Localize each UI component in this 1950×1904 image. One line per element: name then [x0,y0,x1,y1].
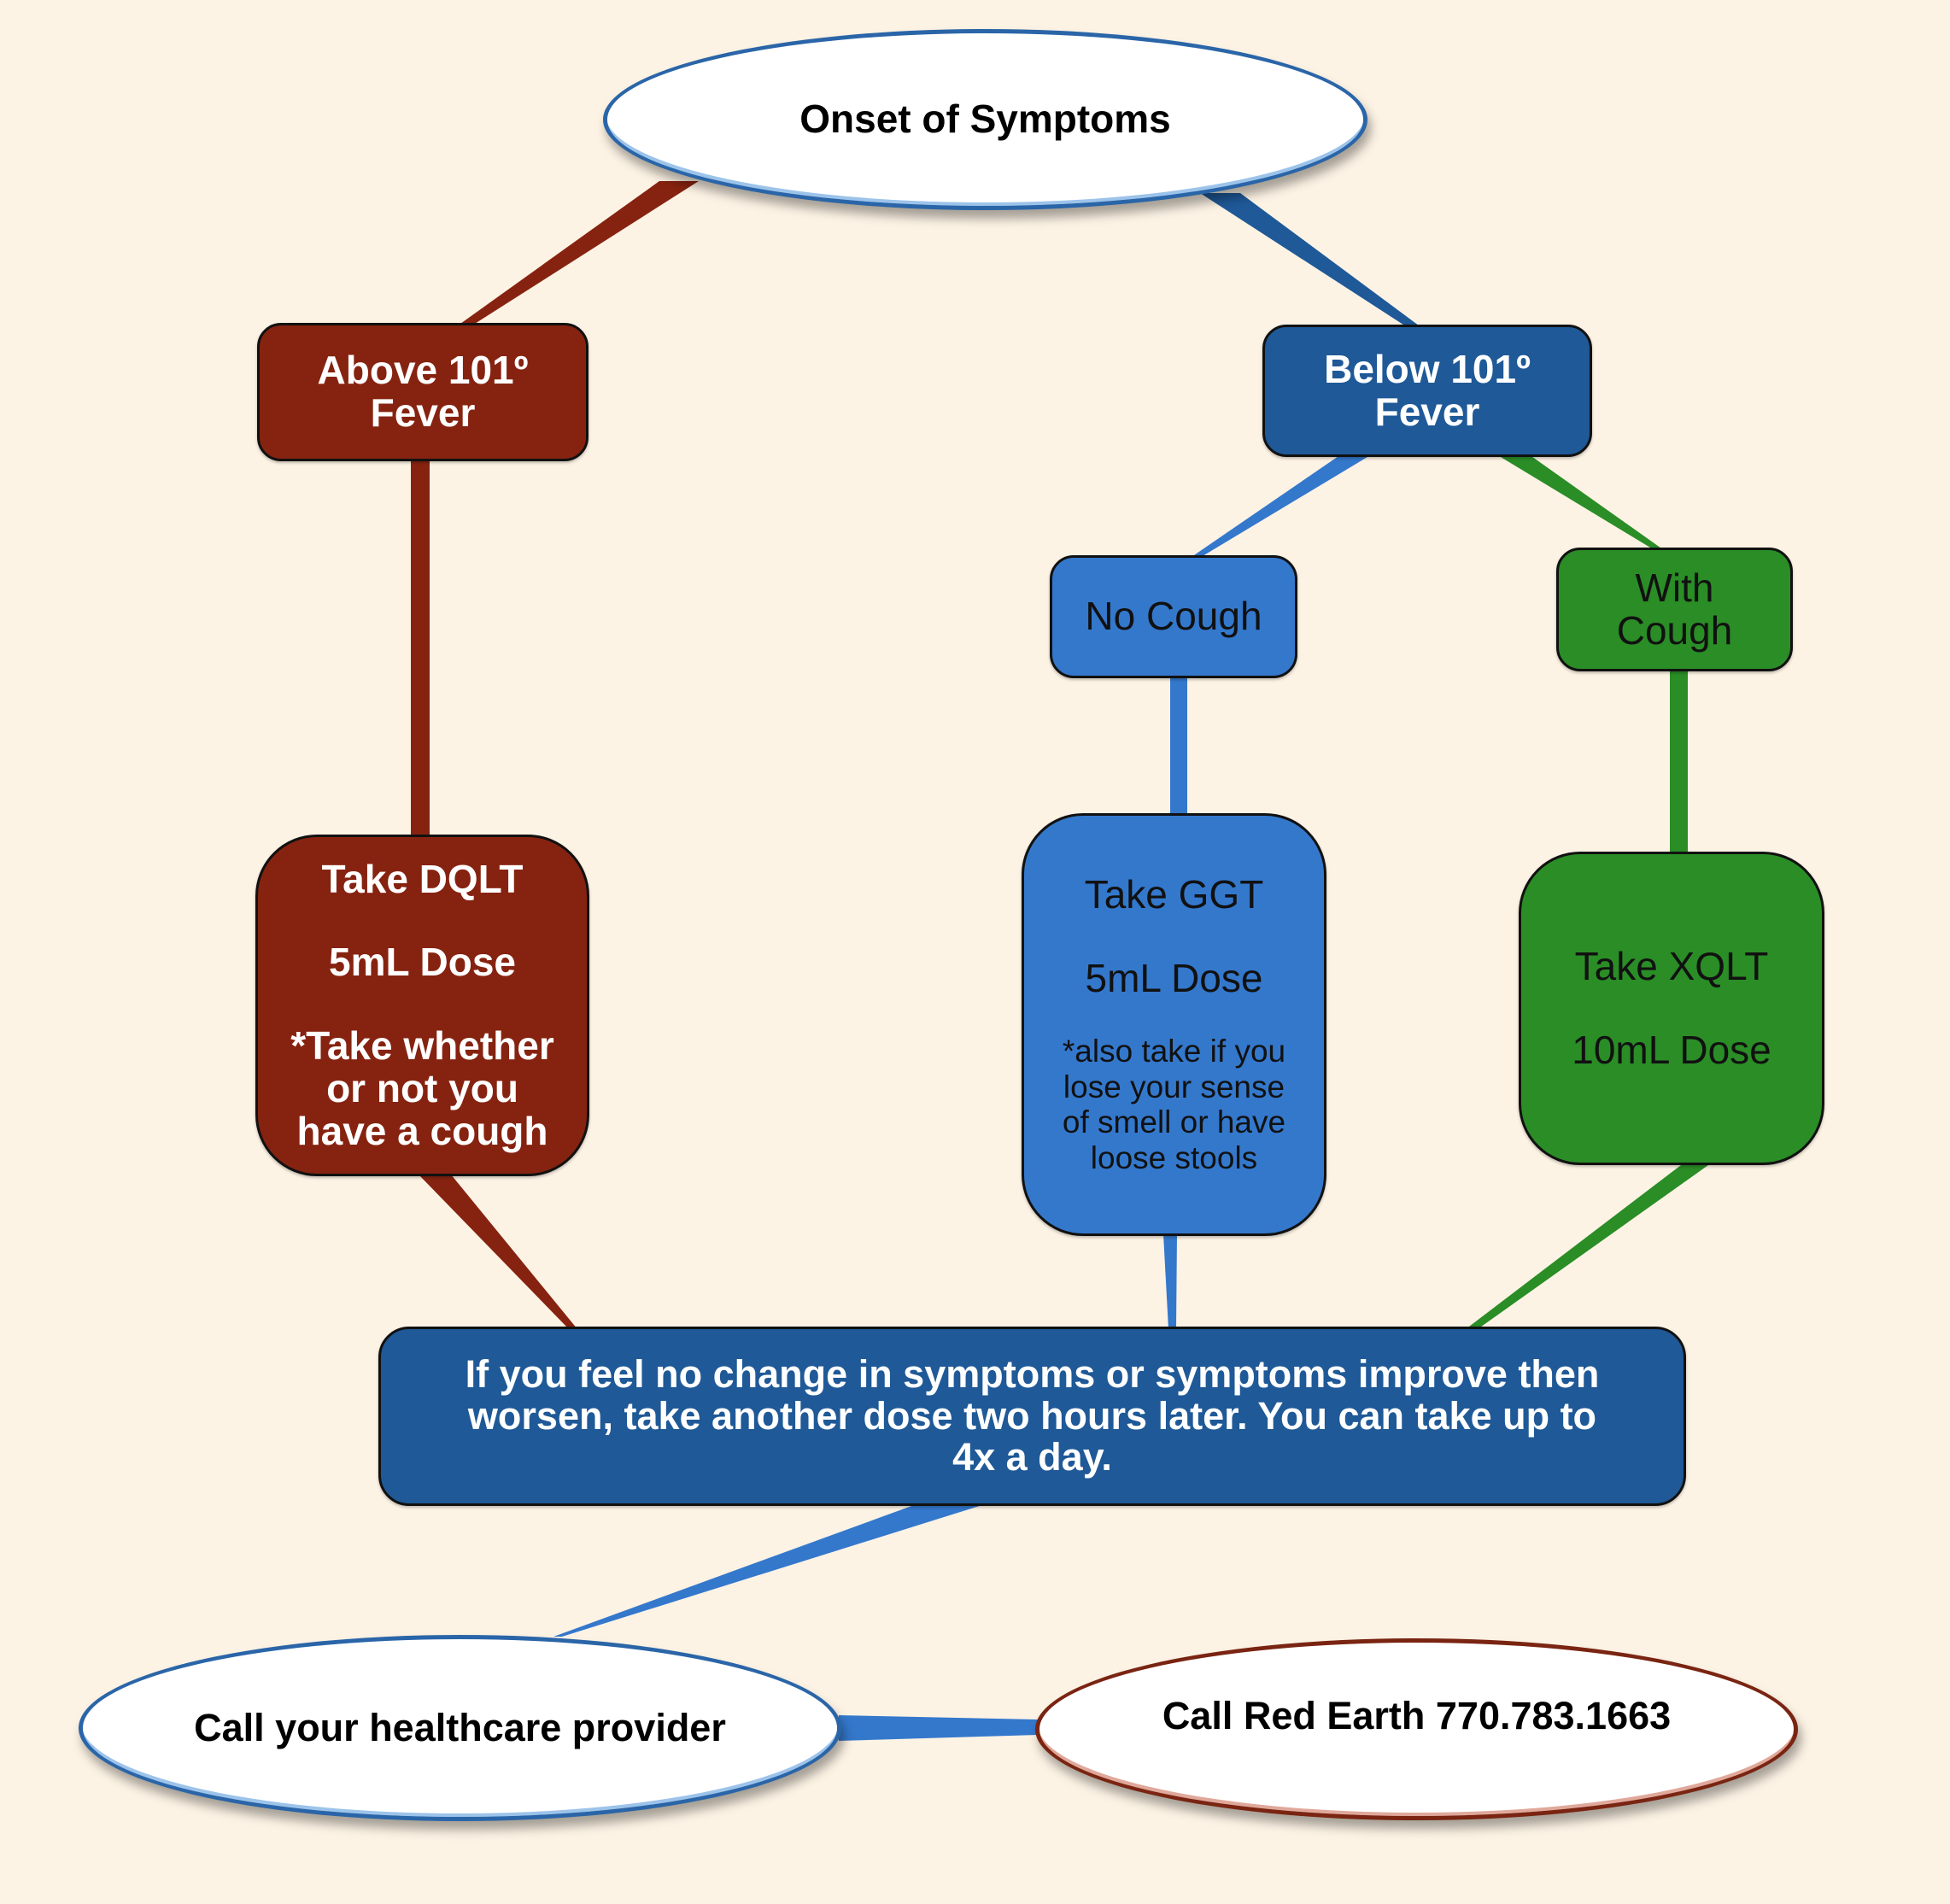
call-provider-node: Call your healthcare provider [79,1635,841,1821]
above-fever-line1: Above 101º [317,348,529,393]
connector-below-nocough [1189,454,1372,559]
with-cough-line1: With [1635,565,1714,610]
dqlt-note-line2: or not you [326,1065,518,1110]
xqlt-title: Take XQLT [1574,943,1769,988]
take-xqlt-node: Take XQLT 10mL Dose [1519,852,1824,1165]
above-fever-line2: Fever [370,390,476,435]
with-cough-node: With Cough [1556,548,1793,671]
instruction-line2: worsen, take another dose two hours late… [467,1393,1597,1438]
no-cough-node: No Cough [1050,555,1297,678]
ggt-dose: 5mL Dose [1085,955,1263,1000]
connector-instruction-provider [553,1505,982,1637]
xqlt-dose: 10mL Dose [1572,1027,1771,1072]
dqlt-note-line1: *Take whether [290,1023,554,1069]
connector-onset-below [1200,193,1422,328]
take-dqlt-node: Take DQLT 5mL Dose *Take whether or not … [255,835,589,1176]
connector-xqlt-instruction [1466,1165,1708,1329]
connector-below-withcough [1496,454,1664,550]
onset-label: Onset of Symptoms [799,97,1171,142]
ggt-title: Take GGT [1084,871,1264,917]
connector-provider-redearth [839,1715,1038,1741]
repeat-dose-instruction-node: If you feel no change in symptoms or sym… [378,1327,1686,1506]
instruction-line3: 4x a day. [952,1435,1112,1479]
connector-dqlt-instruction [419,1175,577,1329]
with-cough-line2: Cough [1616,607,1733,653]
ggt-note-line2: lose your sense [1063,1069,1285,1104]
no-cough-label: No Cough [1085,594,1262,639]
onset-of-symptoms-node: Onset of Symptoms [603,29,1367,210]
connector-onset-above [454,181,699,328]
call-red-earth-label: Call Red Earth 770.783.1663 [1162,1694,1672,1738]
ggt-note-line4: loose stools [1090,1139,1258,1175]
connector-ggt-instruction [1163,1234,1177,1329]
dqlt-title: Take DQLT [321,856,524,901]
below-fever-line2: Fever [1374,389,1480,434]
dqlt-dose: 5mL Dose [328,940,517,985]
below-fever-node: Below 101º Fever [1262,325,1592,457]
dqlt-note-line3: have a cough [296,1108,548,1153]
below-fever-line1: Below 101º [1324,346,1531,391]
above-fever-node: Above 101º Fever [257,323,589,461]
instruction-line1: If you feel no change in symptoms or sym… [465,1352,1600,1397]
connector-nocough-ggt [1170,677,1187,817]
connector-withcough-xqlt [1670,670,1688,856]
ggt-note-line3: of smell or have [1062,1104,1286,1140]
connector-above-dqlt [411,458,430,839]
call-provider-label: Call your healthcare provider [194,1705,726,1749]
ggt-note-line1: *also take if you [1062,1034,1286,1069]
call-red-earth-node: Call Red Earth 770.783.1663 [1035,1638,1798,1820]
take-ggt-node: Take GGT 5mL Dose *also take if you lose… [1022,813,1326,1236]
